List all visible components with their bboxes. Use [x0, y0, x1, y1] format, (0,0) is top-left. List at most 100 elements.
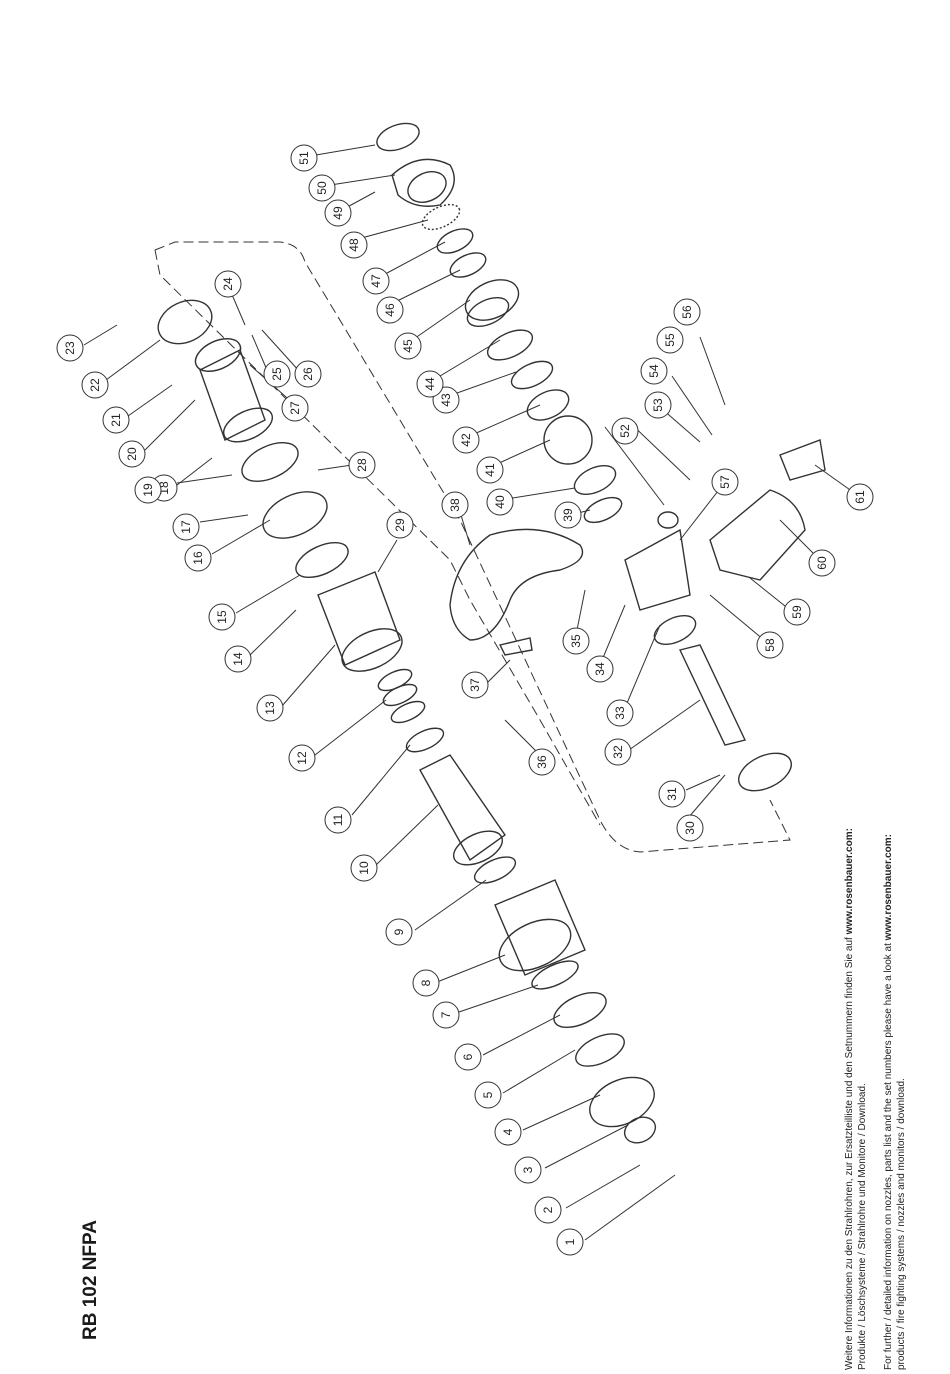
- callout-circle: [676, 814, 704, 842]
- callout-circle: [474, 1081, 502, 1109]
- callout-53: 53: [644, 391, 672, 419]
- callout-circle: [441, 491, 469, 519]
- callout-circle: [348, 451, 376, 479]
- callout-8: 8: [412, 969, 440, 997]
- callout-32: 32: [604, 738, 632, 766]
- callout-12: 12: [288, 744, 316, 772]
- footer-en-link[interactable]: www.rosenbauer.com:: [883, 833, 894, 941]
- callout-17: 17: [172, 513, 200, 541]
- callout-55: 55: [656, 326, 684, 354]
- callout-39: 39: [554, 501, 582, 529]
- footer-de-line1: Weitere Informationen zu den Strahlrohre…: [844, 934, 855, 1370]
- callout-label: 13: [263, 701, 277, 715]
- callout-9: 9: [385, 918, 413, 946]
- callout-circle: [554, 501, 582, 529]
- callout-circle: [81, 371, 109, 399]
- footer-english: For further / detailed information on no…: [882, 834, 908, 1370]
- callout-7: 7: [432, 1001, 460, 1029]
- callout-4: 4: [494, 1118, 522, 1146]
- callout-label: 6: [461, 1053, 475, 1060]
- footer-en-line2: products / fire fighting systems / nozzl…: [896, 1078, 907, 1370]
- footer-de-line2: Produkte / Löschsysteme / Strahlrohre un…: [857, 1083, 868, 1370]
- callout-1: 1: [556, 1228, 584, 1256]
- callout-circle: [783, 598, 811, 626]
- callout-label: 25: [270, 367, 284, 381]
- callout-label: 58: [763, 638, 777, 652]
- callout-20: 20: [118, 440, 146, 468]
- footer-en-line1: For further / detailed information on no…: [883, 940, 894, 1370]
- callout-40: 40: [486, 488, 514, 516]
- assembly-boundary: [154, 241, 791, 853]
- callout-50: 50: [308, 174, 336, 202]
- callout-circle: [118, 440, 146, 468]
- callout-2: 2: [534, 1196, 562, 1224]
- callout-circle: [362, 267, 390, 295]
- part-callouts: 1234567891011121314151617181920212223242…: [56, 144, 874, 1256]
- callout-label: 57: [718, 475, 732, 489]
- callout-circle: [808, 549, 836, 577]
- callout-circle: [56, 334, 84, 362]
- callout-circle: [476, 456, 504, 484]
- callout-label: 37: [468, 678, 482, 692]
- assembly-boundary-2: [154, 249, 601, 826]
- callout-circle: [432, 1001, 460, 1029]
- callout-label: 52: [618, 424, 632, 438]
- callout-56: 56: [673, 298, 701, 326]
- callout-circle: [184, 544, 212, 572]
- callout-28: 28: [348, 451, 376, 479]
- callout-label: 54: [647, 364, 661, 378]
- callout-label: 43: [439, 393, 453, 407]
- callout-circle: [134, 476, 162, 504]
- callout-label: 3: [521, 1166, 535, 1173]
- callout-circle: [308, 174, 336, 202]
- callout-label: 50: [315, 181, 329, 195]
- callout-58: 58: [756, 631, 784, 659]
- callout-label: 21: [109, 413, 123, 427]
- callout-26: 26: [294, 360, 322, 388]
- callout-25: 25: [263, 360, 291, 388]
- callout-3: 3: [514, 1156, 542, 1184]
- callout-label: 11: [331, 813, 345, 826]
- callout-label: 44: [423, 377, 437, 391]
- callout-36: 36: [528, 748, 556, 776]
- callout-label: 47: [369, 274, 383, 288]
- callout-circle: [394, 332, 422, 360]
- footer-de-link[interactable]: www.rosenbauer.com:: [844, 828, 855, 935]
- callout-label: 55: [663, 333, 677, 347]
- callout-label: 28: [355, 458, 369, 472]
- callout-label: 27: [288, 401, 302, 415]
- callout-circle: [586, 655, 614, 683]
- callout-46: 46: [376, 296, 404, 324]
- callout-label: 22: [88, 378, 102, 392]
- callout-label: 15: [215, 610, 229, 624]
- callout-label: 5: [481, 1091, 495, 1098]
- callout-label: 26: [301, 367, 315, 381]
- callout-circle: [711, 468, 739, 496]
- callout-circle: [528, 748, 556, 776]
- callout-label: 40: [493, 495, 507, 509]
- callout-label: 46: [383, 303, 397, 317]
- part-number-bubbles: 1234567891011121314151617181920212223242…: [56, 144, 874, 1256]
- callout-label: 4: [501, 1128, 515, 1135]
- callout-label: 7: [439, 1011, 453, 1018]
- callout-label: 59: [790, 605, 804, 619]
- callout-circle: [486, 488, 514, 516]
- callout-circle: [756, 631, 784, 659]
- callout-label: 16: [191, 551, 205, 565]
- callout-21: 21: [102, 406, 130, 434]
- callout-circle: [604, 738, 632, 766]
- callout-24: 24: [214, 270, 242, 298]
- callout-52: 52: [611, 417, 639, 445]
- callout-circle: [214, 270, 242, 298]
- callout-circle: [556, 1228, 584, 1256]
- callout-label: 32: [611, 745, 625, 759]
- callout-label: 30: [683, 821, 697, 835]
- page-title: RB 102 NFPA: [80, 1219, 101, 1340]
- callout-circle: [294, 360, 322, 388]
- callout-22: 22: [81, 371, 109, 399]
- callout-circle: [290, 144, 318, 172]
- callout-circle: [386, 511, 414, 539]
- callout-circle: [224, 645, 252, 673]
- callout-circle: [416, 370, 444, 398]
- callout-27: 27: [281, 394, 309, 422]
